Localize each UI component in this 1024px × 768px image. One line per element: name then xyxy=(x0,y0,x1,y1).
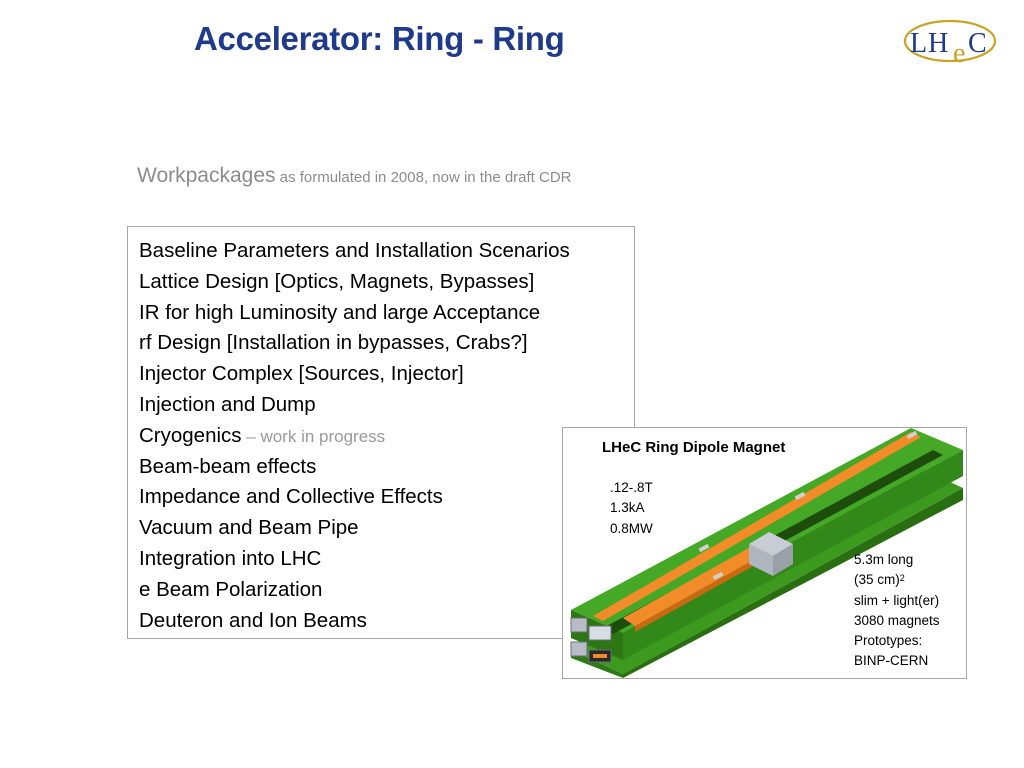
lhec-logo: L H e C xyxy=(903,19,997,69)
workpackage-item: Injector Complex [Sources, Injector] xyxy=(139,362,464,386)
logo-letter-c: C xyxy=(968,28,987,59)
subtitle-rest: as formulated in 2008, now in the draft … xyxy=(275,169,572,186)
workpackage-item: Lattice Design [Optics, Magnets, Bypasse… xyxy=(139,269,535,293)
count-spec: 3080 magnets xyxy=(854,612,940,628)
cryogenics-note: – work in progress xyxy=(241,426,386,446)
workpackage-item: Beam-beam effects xyxy=(139,454,317,478)
magnet-title: LHeC Ring Dipole Magnet xyxy=(602,439,786,456)
aperture-spec: (35 cm)2 xyxy=(854,570,940,590)
slide-title: Accelerator: Ring - Ring xyxy=(194,20,565,57)
magnet-panel: LHeC Ring Dipole Magnet .12-.8T 1.3kA 0.… xyxy=(562,427,967,679)
workpackage-item: Integration into LHC xyxy=(139,546,322,570)
aperture-exponent: 2 xyxy=(899,573,905,584)
logo-letter-e: e xyxy=(953,38,965,69)
design-spec: slim + light(er) xyxy=(854,592,940,608)
workpackage-item: IR for high Luminosity and large Accepta… xyxy=(139,300,541,324)
cryogenics-label: Cryogenics xyxy=(139,423,242,447)
workpackage-item: Impedance and Collective Effects xyxy=(139,485,443,509)
subtitle-lead: Workpackages xyxy=(137,164,276,187)
logo-letter-h: H xyxy=(928,28,948,59)
prototypes-value: BINP-CERN xyxy=(854,653,929,669)
prototypes-label: Prototypes: xyxy=(854,633,923,649)
workpackages-box: Baseline Parameters and Installation Sce… xyxy=(127,226,635,639)
workpackage-item: rf Design [Installation in bypasses, Cra… xyxy=(139,331,528,355)
subtitle: Workpackages as formulated in 2008, now … xyxy=(137,164,572,188)
workpackage-item: Vacuum and Beam Pipe xyxy=(139,516,359,540)
logo-letter-l: L xyxy=(910,28,927,59)
workpackage-item: e Beam Polarization xyxy=(139,577,323,601)
workpackage-item: Deuteron and Ion Beams xyxy=(139,608,367,632)
dipole-magnet-illustration xyxy=(570,428,963,678)
workpackage-item-cryogenics: Cryogenics – work in progress xyxy=(139,421,634,452)
magnet-specs-right: 5.3m long (35 cm)2 slim + light(er) 3080… xyxy=(854,550,940,672)
power-spec: 0.8MW xyxy=(610,520,653,536)
length-spec: 5.3m long xyxy=(854,552,914,567)
field-spec: .12-.8T xyxy=(610,480,653,495)
workpackage-item: Injection and Dump xyxy=(139,392,316,416)
workpackage-item: Baseline Parameters and Installation Sce… xyxy=(139,239,570,262)
current-spec: 1.3kA xyxy=(610,500,645,516)
magnet-specs-left: .12-.8T 1.3kA 0.8MW xyxy=(610,478,653,539)
aperture-value: (35 cm) xyxy=(854,572,900,588)
